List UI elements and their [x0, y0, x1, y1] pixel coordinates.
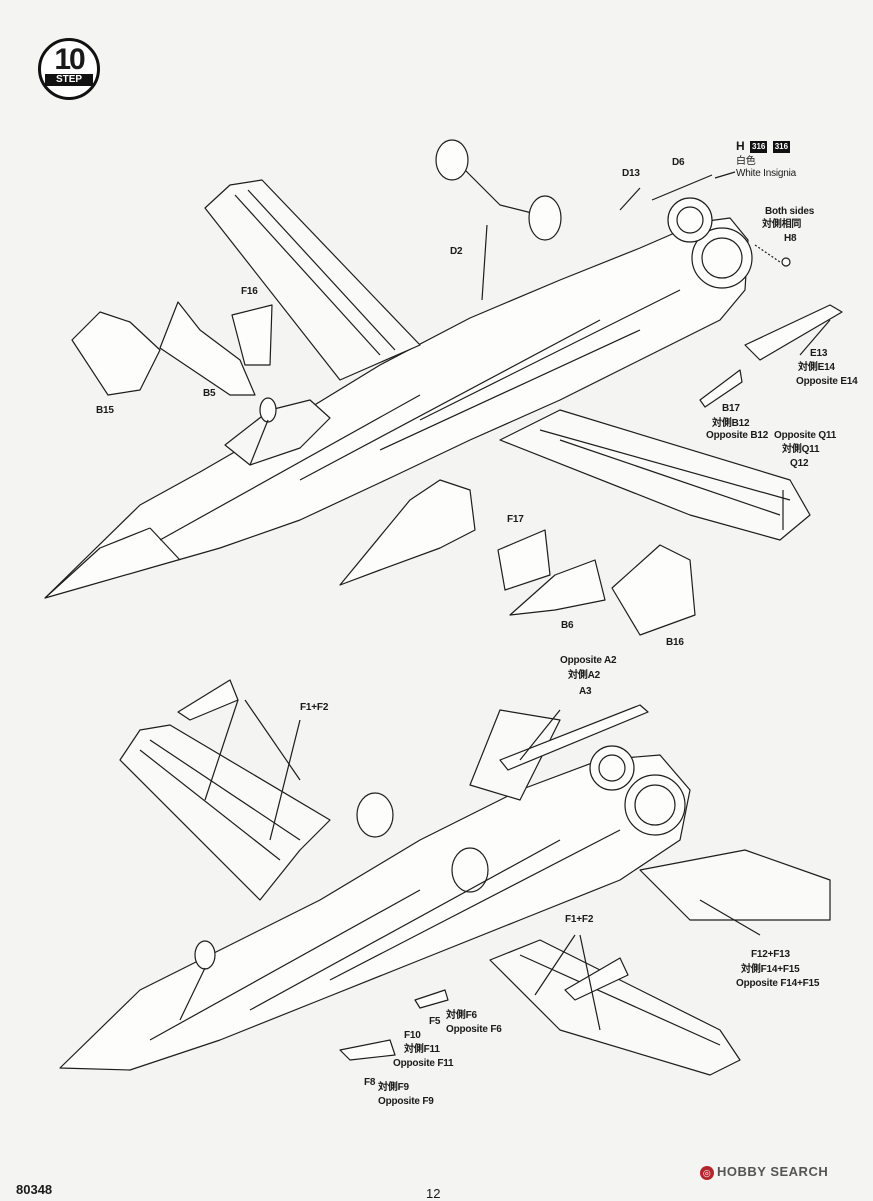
label-f11-cn: 対側F11: [404, 1044, 440, 1055]
label-q12: Q12: [790, 458, 809, 469]
paint-note: H 316 316: [736, 139, 791, 153]
label-f9-en: Opposite F9: [378, 1096, 434, 1107]
label-a3: A3: [579, 686, 592, 697]
label-f8: F8: [364, 1077, 376, 1088]
label-b12-cn: 対側B12: [712, 418, 750, 429]
label-d6: D6: [672, 157, 685, 168]
paint-code-1: 316: [750, 140, 768, 153]
paint-letter: H: [736, 139, 745, 153]
label-both-sides-cn: 対側相同: [762, 219, 802, 230]
paint-name-en: White Insignia: [736, 168, 797, 179]
watermark-logo-icon: ◎: [700, 1165, 714, 1180]
label-f6-cn: 対側F6: [446, 1010, 477, 1021]
label-b16: B16: [666, 637, 684, 648]
label-e14-cn: 対側E14: [798, 362, 835, 373]
label-f6-en: Opposite F6: [446, 1024, 502, 1035]
label-b15: B15: [96, 405, 114, 416]
watermark-text: HOBBY SEARCH: [717, 1164, 829, 1179]
label-h8: H8: [784, 233, 797, 244]
label-f5: F5: [429, 1016, 441, 1027]
label-f11-en: Opposite F11: [393, 1058, 454, 1069]
paint-code-2: 316: [772, 140, 791, 153]
top-aircraft-drawing: [44, 139, 843, 636]
label-b5: B5: [203, 388, 216, 399]
label-q11-cn: 対側Q11: [782, 444, 820, 455]
label-f16: F16: [241, 286, 258, 297]
label-a2-cn: 対側A2: [568, 670, 600, 681]
label-f17: F17: [507, 514, 524, 525]
kit-code: 80348: [16, 1182, 53, 1197]
label-d13: D13: [622, 168, 640, 179]
step-badge: 10 STEP: [38, 38, 100, 100]
label-q11-en: Opposite Q11: [774, 430, 837, 441]
label-f10: F10: [404, 1030, 421, 1041]
label-d2: D2: [450, 246, 463, 257]
label-f9-cn: 対側F9: [378, 1082, 409, 1093]
step-word: STEP: [45, 74, 93, 86]
label-b17: B17: [722, 403, 740, 414]
page-number: 12: [426, 1186, 441, 1201]
label-f1-f2-left: F1+F2: [300, 702, 329, 713]
label-both-sides: Both sides: [765, 206, 815, 217]
step-number: 10: [54, 43, 85, 76]
label-b6: B6: [561, 620, 574, 631]
label-a2-en: Opposite A2: [560, 655, 617, 666]
label-f14-f15-en: Opposite F14+F15: [736, 978, 820, 989]
label-f12-f13: F12+F13: [751, 949, 790, 960]
label-e14-en: Opposite E14: [796, 376, 858, 387]
label-e13: E13: [810, 348, 828, 359]
label-f14-f15-cn: 対側F14+F15: [741, 964, 800, 975]
watermark: ◎HOBBY SEARCH: [700, 1164, 828, 1180]
bottom-aircraft-drawing: [59, 679, 831, 1076]
label-b12-en: Opposite B12: [706, 430, 769, 441]
label-f1-f2-right: F1+F2: [565, 914, 594, 925]
paint-name-cn: 白色: [736, 156, 756, 167]
